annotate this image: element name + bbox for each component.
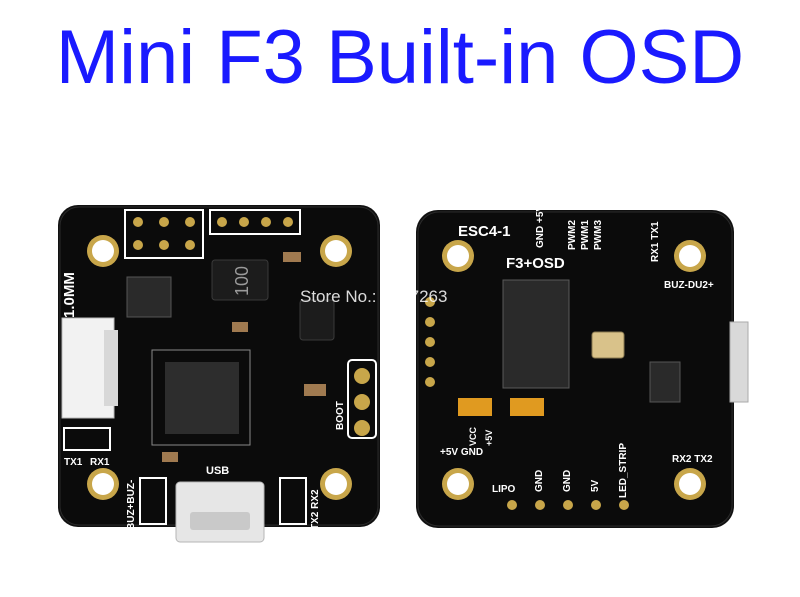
pad-box	[63, 427, 111, 451]
capacitor	[304, 384, 326, 396]
inductor	[299, 299, 335, 341]
board-label: GND +5V	[535, 205, 546, 248]
board-label: RX2 TX2	[672, 454, 713, 465]
inductor: 100	[211, 259, 269, 301]
board-label: LED_STRIP	[618, 443, 629, 498]
board-label: RX1	[90, 457, 110, 468]
board-label: TX2 RX2	[310, 489, 321, 530]
mounting-hole	[674, 468, 706, 500]
board-label: GND	[534, 470, 545, 492]
board-label: RX1 TX1	[650, 221, 661, 262]
side-connector	[61, 317, 118, 419]
mounting-hole	[442, 240, 474, 272]
capacitor	[458, 398, 492, 416]
left-board: 100 1.0MM USB	[58, 205, 380, 543]
mounting-hole	[87, 468, 119, 500]
board-label: BUZ+BUZ-	[126, 480, 137, 530]
board-label: F3+OSD	[506, 255, 565, 272]
board-label: PWM2	[567, 220, 578, 250]
mounting-hole	[320, 235, 352, 267]
svg-text:100: 100	[232, 266, 252, 296]
board-label: PWM3	[593, 220, 604, 250]
pad-box	[139, 477, 167, 525]
page-title: Mini F3 Built-in OSD	[55, 15, 745, 100]
chip	[126, 276, 172, 318]
capacitor	[510, 398, 544, 416]
crystal	[591, 331, 625, 359]
bottom-pads	[507, 500, 629, 510]
board-label: BOOT	[335, 401, 346, 430]
board-label: GND	[562, 470, 573, 492]
board-label: 1.0MM	[61, 272, 78, 318]
board-label: BUZ-DU2+	[664, 280, 714, 291]
mounting-hole	[442, 468, 474, 500]
mounting-hole	[87, 235, 119, 267]
board-label: 5V	[590, 479, 601, 492]
chip	[649, 361, 681, 403]
capacitor	[283, 252, 301, 262]
osd-chip	[502, 279, 570, 389]
capacitor	[232, 322, 248, 332]
board-label: +5V	[484, 430, 494, 446]
side-pads	[425, 297, 435, 387]
board-label: LIPO	[492, 484, 516, 495]
mounting-hole	[674, 240, 706, 272]
board-label: ESC4-1	[458, 223, 511, 240]
board-label: TX1	[64, 457, 83, 468]
board-label: +5V GND	[440, 447, 483, 458]
board-label: VCC	[468, 426, 478, 446]
boot-pads	[347, 359, 377, 439]
board-label: PWM1	[580, 220, 591, 250]
pin-header	[124, 209, 204, 259]
mounting-hole	[320, 468, 352, 500]
pin-header	[209, 209, 301, 235]
board-label: USB	[206, 465, 229, 477]
usb-port	[729, 321, 749, 403]
right-board: ESC4-1 GND +5V PWM2 PWM1 PWM3 RX1 TX1 F3…	[416, 205, 749, 528]
watermark: Store No.: 1687263	[300, 287, 447, 306]
pad-box	[279, 477, 307, 525]
mcu-chip	[151, 349, 251, 446]
usb-port	[175, 481, 265, 543]
capacitor	[162, 452, 178, 462]
